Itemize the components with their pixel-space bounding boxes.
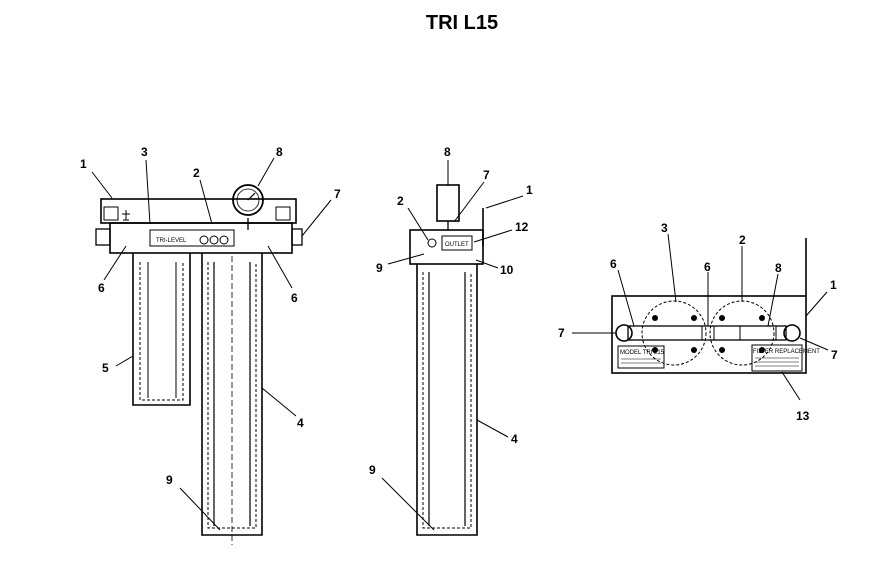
top-canister-left — [641, 300, 707, 366]
top-view-plate — [611, 295, 807, 374]
head-plate-label: TRI-LEVEL — [156, 238, 187, 244]
top-model-label: MODEL TRI L15 — [620, 350, 665, 356]
top-warning-label: FILTER REPLACEMENT — [753, 349, 820, 355]
callout-7-front: 7 — [334, 187, 341, 201]
callout-3-top: 3 — [661, 221, 668, 235]
callout-8-side: 8 — [444, 145, 451, 159]
callout-10-side: 10 — [500, 263, 514, 277]
callout-6-front-left: 6 — [98, 281, 105, 295]
side-gauge — [436, 184, 460, 222]
callout-12-side: 12 — [515, 220, 529, 234]
callout-2-side: 2 — [397, 194, 404, 208]
side-filter-housing — [416, 264, 478, 536]
diagram-title: TRI L15 — [425, 12, 499, 34]
side-plate-label: OUTLET — [445, 242, 469, 248]
callout-6-top-left: 6 — [610, 257, 617, 271]
callout-9-side-top: 9 — [376, 261, 383, 275]
callout-7-side: 7 — [483, 168, 490, 182]
callout-2-front: 2 — [193, 166, 200, 180]
callout-8-top: 8 — [775, 261, 782, 275]
callout-1-side: 1 — [526, 183, 533, 197]
callout-13-top: 13 — [796, 409, 810, 423]
callout-7-top-right: 7 — [831, 348, 838, 362]
callout-2-top: 2 — [739, 233, 746, 247]
side-view: OUTLET 8 7 1 2 12 9 10 4 9 — [369, 145, 533, 536]
callout-6-top-right: 6 — [704, 260, 711, 274]
callout-9-side-bottom: 9 — [369, 463, 376, 477]
callout-1-top: 1 — [830, 278, 837, 292]
callout-6-front-right: 6 — [291, 291, 298, 305]
callout-3-front: 3 — [141, 145, 148, 159]
small-filter-housing — [132, 253, 191, 406]
side-filter-head — [409, 229, 484, 265]
callout-1-front: 1 — [80, 157, 87, 171]
callout-5-front: 5 — [102, 361, 109, 375]
callout-9-front: 9 — [166, 473, 173, 487]
top-canister-right — [709, 300, 775, 366]
pressure-gauge — [232, 184, 264, 216]
callout-4-side: 4 — [511, 432, 518, 446]
mounting-bracket — [100, 198, 297, 224]
front-view: TRI-LEVEL 1 3 2 — [80, 145, 341, 545]
top-view: MODEL TRI L15 FILTER REPLACEMENT 3 2 6 6… — [558, 221, 838, 423]
callout-4-front: 4 — [297, 416, 304, 430]
callout-7-top-left: 7 — [558, 326, 565, 340]
callout-8-front: 8 — [276, 145, 283, 159]
